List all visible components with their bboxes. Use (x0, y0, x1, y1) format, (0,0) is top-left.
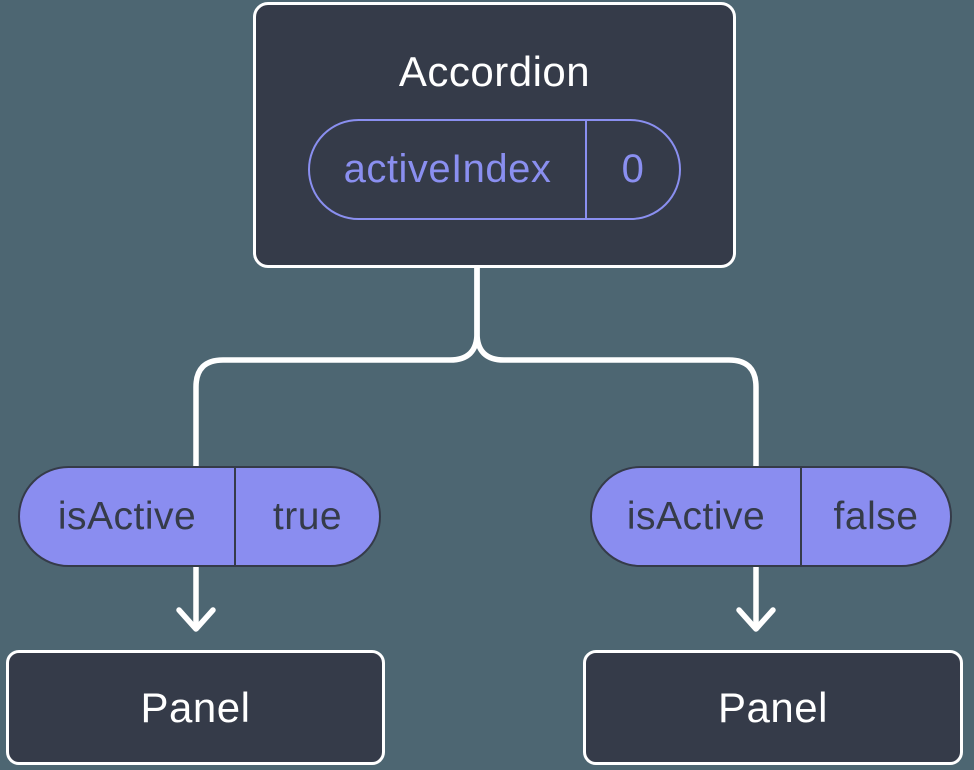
state-pill-label: activeIndex (310, 121, 587, 218)
panel-node-title: Panel (718, 683, 828, 731)
edge-accordion-to-right-panel (474, 263, 759, 631)
arrowhead-left-icon (176, 607, 216, 632)
panel-node-right: Panel (583, 650, 963, 765)
prop-pill-value: true (272, 494, 343, 538)
accordion-node-title: Accordion (398, 48, 591, 95)
prop-pill-isactive-false: isActive false (590, 466, 952, 567)
edge-accordion-to-left-panel (193, 263, 480, 631)
panel-node-left: Panel (6, 650, 385, 765)
prop-pill-isactive-true: isActive true (18, 466, 381, 567)
prop-pill-label: isActive (20, 468, 236, 565)
panel-node-title: Panel (140, 683, 251, 731)
state-pill-value: 0 (621, 147, 645, 191)
arrowhead-right-icon (736, 607, 776, 632)
prop-pill-label: isActive (592, 468, 802, 565)
state-pill-activeindex: activeIndex 0 (308, 119, 681, 220)
accordion-node: Accordion activeIndex 0 (253, 2, 736, 268)
prop-pill-value: false (833, 494, 919, 538)
